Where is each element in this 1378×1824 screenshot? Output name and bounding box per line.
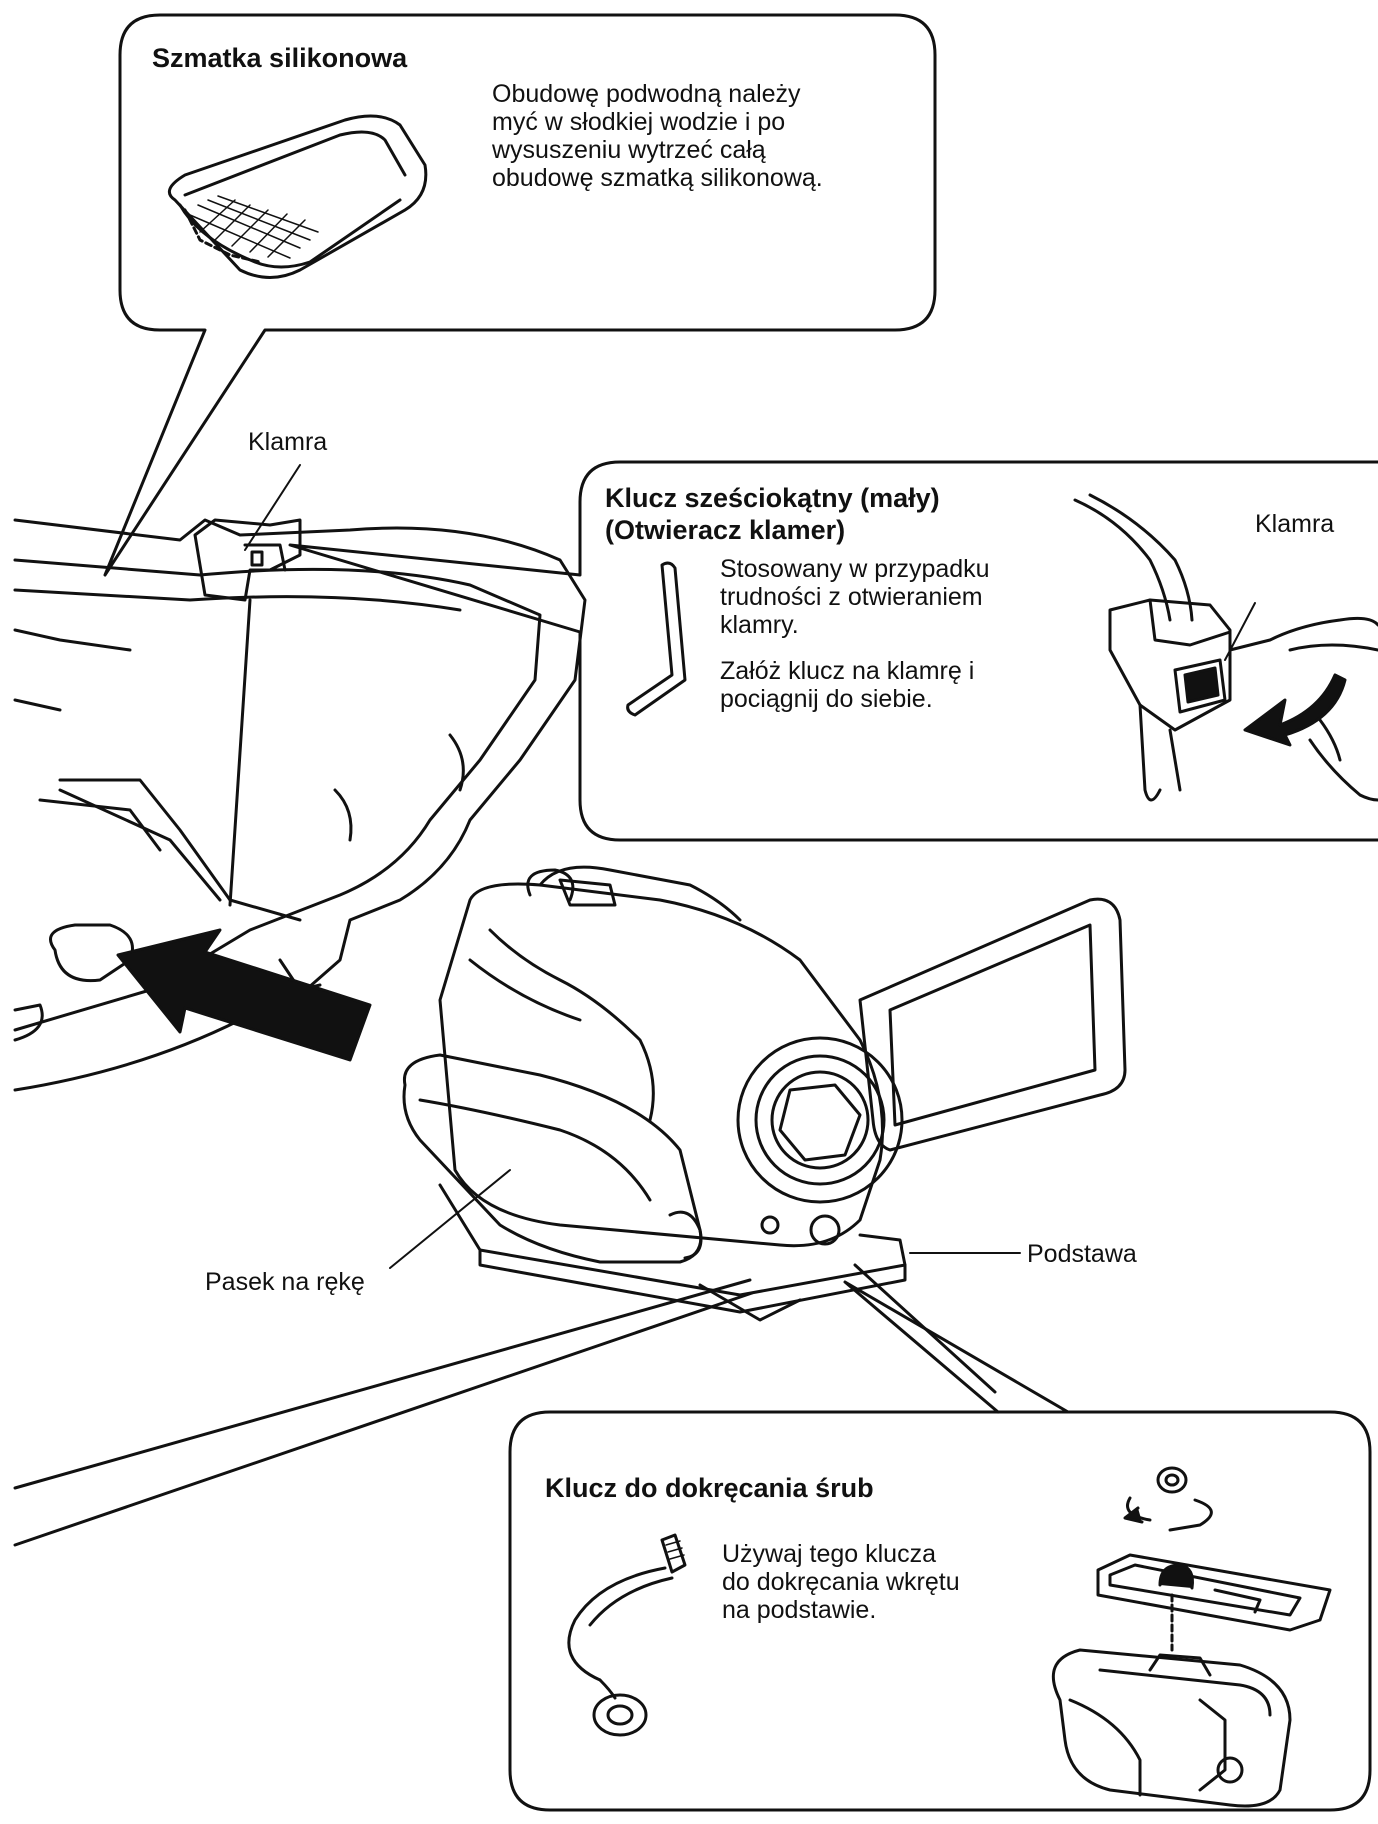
- callout-silicone-cloth-frame: [103, 13, 937, 577]
- screw-key-title: Klucz do dokręcania śrub: [545, 1473, 874, 1503]
- camcorder: [402, 865, 1127, 1322]
- callout-screw-key-frame: [508, 1280, 1372, 1812]
- screw-key-icon: [567, 1533, 687, 1737]
- hand-strap-leader: [389, 1169, 511, 1269]
- hex-key-title-line2: (Otwieracz klamer): [605, 515, 846, 545]
- silicone-cloth-title: Szmatka silikonowa: [152, 43, 408, 73]
- hex-key-icon: [626, 561, 687, 717]
- hex-key-text-2: Załóż klucz na klamrę i pociągnij do sie…: [720, 657, 975, 713]
- hex-key-inset-drawing: [1073, 493, 1378, 802]
- pointer-line-left-1: [13, 1278, 752, 1490]
- hex-key-text-1: Stosowany w przypadku trudności z otwier…: [720, 555, 990, 639]
- hand-strap-label: Pasek na rękę: [205, 1268, 365, 1296]
- underwater-housing: [13, 464, 587, 1092]
- base-label: Podstawa: [1027, 1240, 1137, 1268]
- screw-key-text: Używaj tego klucza do dokręcania wkrętu …: [722, 1540, 960, 1624]
- hex-key-inset-clasp-label: Klamra: [1255, 510, 1335, 538]
- rotation-arrow-icon: [1126, 1496, 1213, 1532]
- silicone-cloth-icon: [167, 114, 428, 279]
- screw-key-inset-drawing: [1051, 1466, 1332, 1808]
- silicone-cloth-text: Obudowę podwodną należy myć w słodkiej w…: [492, 80, 823, 192]
- callout-hex-key-frame: [288, 460, 1378, 842]
- clasp-label: Klamra: [248, 428, 328, 456]
- insertion-arrow-icon: [116, 928, 372, 1062]
- hex-key-title-line1: Klucz sześciokątny (mały): [605, 483, 940, 513]
- pointer-line-left-2: [13, 1291, 754, 1547]
- pull-arrow-icon: [1243, 673, 1347, 747]
